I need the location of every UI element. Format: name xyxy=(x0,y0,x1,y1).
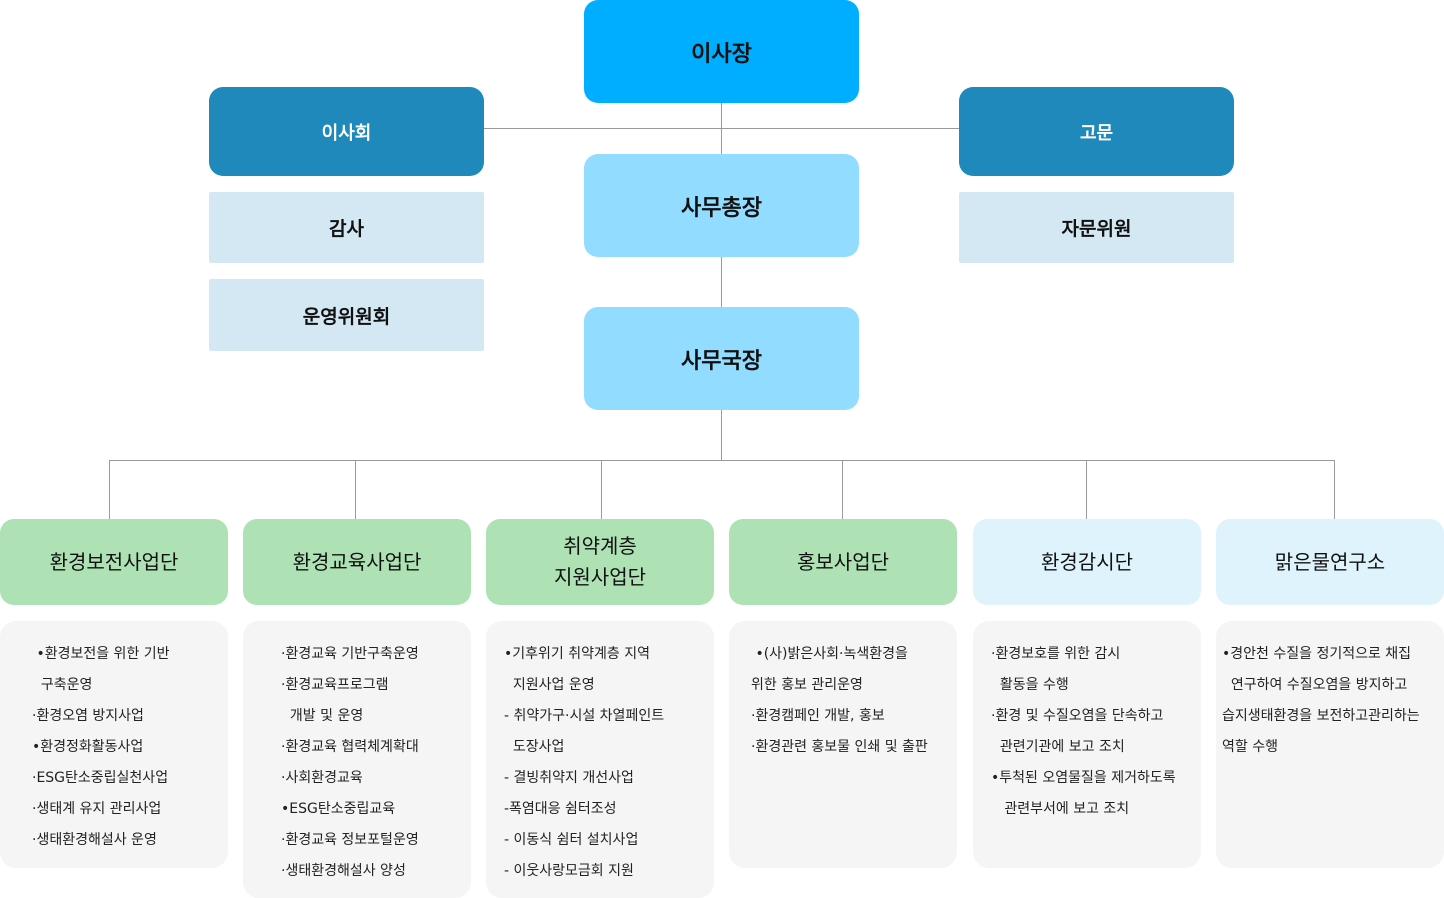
department-duties-panel: •환경보전을 위한 기반 구축운영 ·환경오염 방지사업 •환경정화활동사업 ·ESG… xyxy=(0,621,228,868)
duty-line: ·환경캠페인 개발, 홍보 xyxy=(751,708,885,724)
duty-line: ·환경관련 홍보물 인쇄 및 출판 xyxy=(751,739,928,755)
director-box: 사무국장 xyxy=(584,307,859,410)
duty-line: 구축운영 xyxy=(32,677,93,693)
duty-line: ·환경오염 방지사업 xyxy=(32,708,144,724)
steering-committee-box: 운영위원회 xyxy=(209,279,484,351)
duty-line: ·생태환경해설사 양성 xyxy=(281,863,406,879)
duty-line: ·환경교육 협력체계확대 xyxy=(281,739,419,755)
advisory-members-box: 자문위원 xyxy=(959,192,1234,263)
department-header: 환경교육사업단 xyxy=(243,519,471,605)
department-duties-panel: ·환경교육 기반구축운영 ·환경교육프로그램 개발 및 운영 ·환경교육 협력체계확… xyxy=(243,621,471,898)
duty-line: •ESG탄소중립교육 xyxy=(281,801,396,817)
advisor-box: 고문 xyxy=(959,87,1234,176)
duty-line: - 이웃사랑모금회 지원 xyxy=(504,863,634,879)
duty-line: ·생태계 유지 관리사업 xyxy=(32,801,162,817)
duty-line: ·환경보호를 위한 감시 xyxy=(991,646,1121,662)
duty-line: - 결빙취약지 개선사업 xyxy=(504,770,634,786)
department-duties-panel: •기후위기 취약계층 지역 지원사업 운영 - 취약가구·시설 차열페인트 도장사… xyxy=(486,621,714,898)
duty-line: •환경정화활동사업 xyxy=(32,739,144,755)
department-header: 환경보전사업단 xyxy=(0,519,228,605)
duty-line: ·ESG탄소중립실천사업 xyxy=(32,770,169,786)
duty-line: ·환경 및 수질오염을 단속하고 xyxy=(991,708,1164,724)
duty-line: 연구하여 수질오염을 방지하고 xyxy=(1222,677,1408,693)
duty-line: 관련부서에 보고 조치 xyxy=(991,801,1130,817)
duty-line: 도장사업 xyxy=(504,739,565,755)
duty-line: -폭염대응 쉼터조성 xyxy=(504,801,617,817)
department-header: 홍보사업단 xyxy=(729,519,957,605)
department-header: 환경감시단 xyxy=(973,519,1201,605)
duty-line: •기후위기 취약계층 지역 xyxy=(504,646,650,662)
duty-line: ·환경교육 정보포털운영 xyxy=(281,832,419,848)
duty-line: •투척된 오염물질을 제거하도록 xyxy=(991,770,1176,786)
auditor-box: 감사 xyxy=(209,192,484,263)
duty-line: 역할 수행 xyxy=(1222,739,1278,755)
secretary-general-box: 사무총장 xyxy=(584,154,859,257)
board-box: 이사회 xyxy=(209,87,484,176)
duty-line: ·생태환경해설사 운영 xyxy=(32,832,157,848)
department-duties-panel: ·환경보호를 위한 감시 활동을 수행 ·환경 및 수질오염을 단속하고 관련기관… xyxy=(973,621,1201,868)
duty-line: ·사회환경교육 xyxy=(281,770,363,786)
duty-line: 위한 홍보 관리운영 xyxy=(751,677,863,693)
duty-line: 습지생태환경을 보전하고관리하는 xyxy=(1222,708,1420,724)
duty-line: •(사)밝은사회·녹색환경을 xyxy=(751,646,908,662)
chairman-box: 이사장 xyxy=(584,0,859,103)
duty-line: •경안천 수질을 정기적으로 채집 xyxy=(1222,646,1412,662)
duty-line: 개발 및 운영 xyxy=(281,708,364,724)
duty-line: •환경보전을 위한 기반 xyxy=(32,646,170,662)
duty-line: ·환경교육 기반구축운영 xyxy=(281,646,419,662)
duty-line: ·환경교육프로그램 xyxy=(281,677,389,693)
duty-line: - 이동식 쉼터 설치사업 xyxy=(504,832,639,848)
duty-line: - 취약가구·시설 차열페인트 xyxy=(504,708,665,724)
department-header: 맑은물연구소 xyxy=(1216,519,1444,605)
duty-line: 지원사업 운영 xyxy=(504,677,595,693)
duty-line: 활동을 수행 xyxy=(991,677,1069,693)
department-header: 취약계층 지원사업단 xyxy=(486,519,714,605)
duty-line: 관련기관에 보고 조치 xyxy=(991,739,1125,755)
